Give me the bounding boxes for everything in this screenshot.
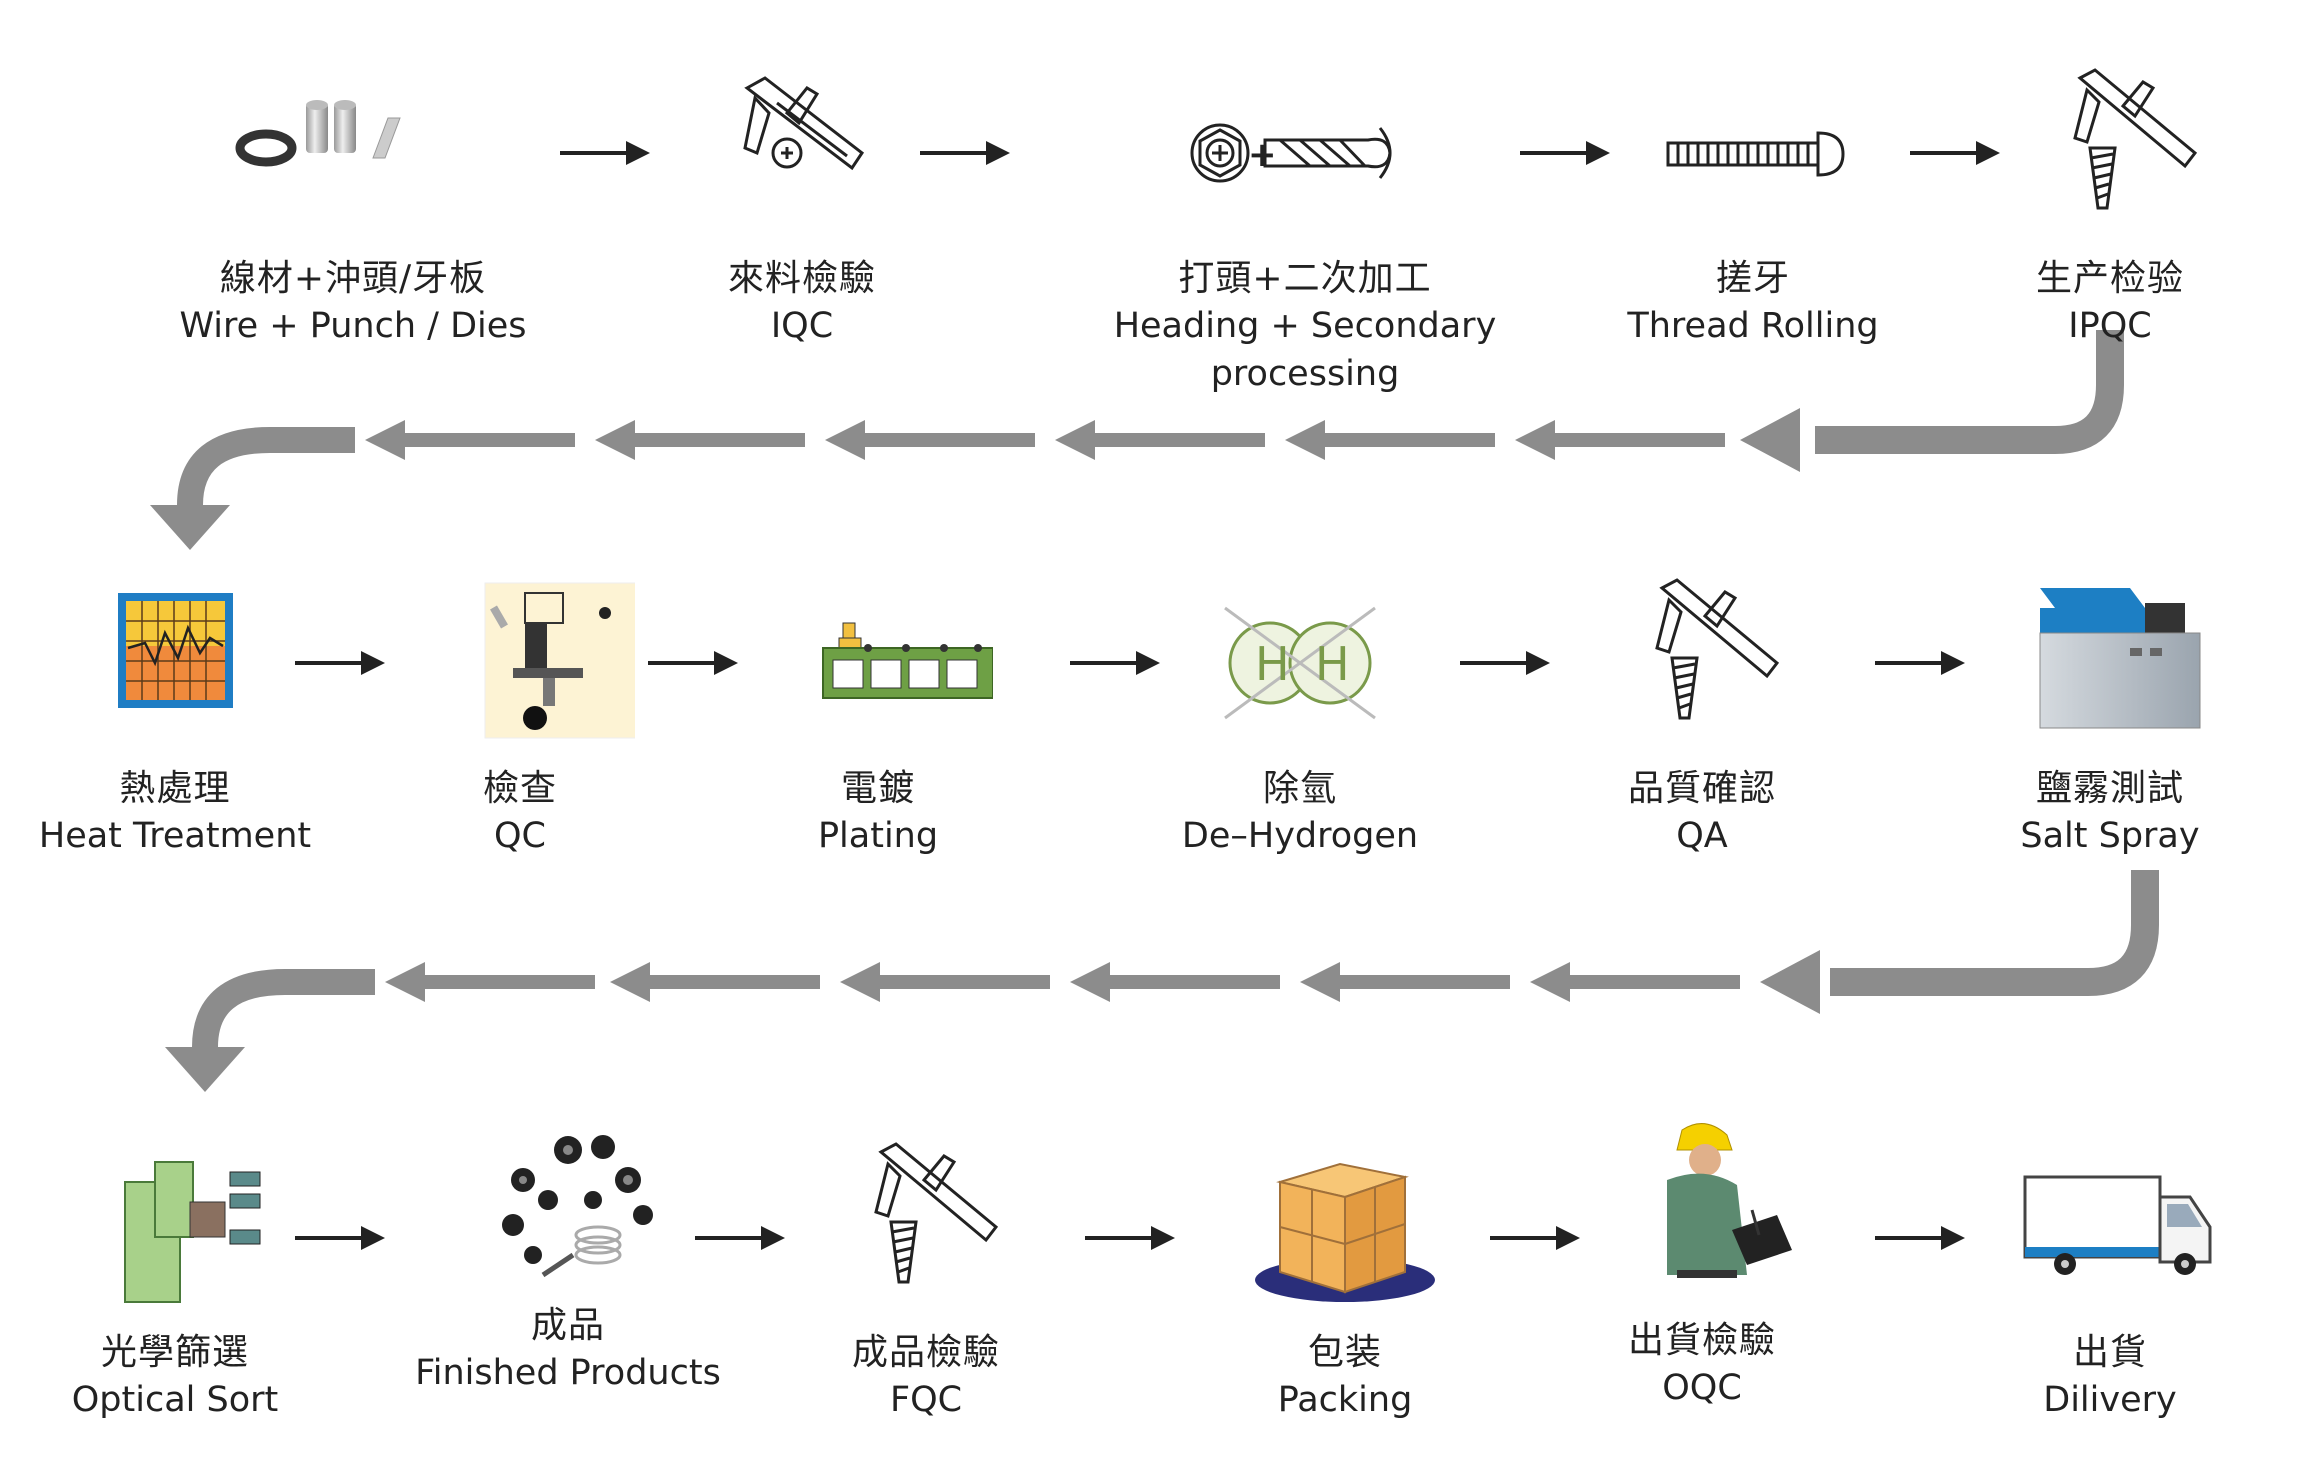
- hydrogen-icon: H H: [1224, 606, 1376, 720]
- step-delivery: 出貨 Dilivery: [1900, 1132, 2300, 1424]
- svg-text:H: H: [1255, 637, 1290, 691]
- step-zh-label: 包装: [1307, 1332, 1382, 1373]
- box-icon: [1255, 1162, 1435, 1302]
- heat-chart-icon: [118, 593, 233, 708]
- flow-arrow-row1-row2: [150, 330, 2124, 550]
- caliper-screw-icon: [2073, 68, 2198, 210]
- step-en-label: Plating: [817, 816, 939, 856]
- step-qc: 檢查 QC: [310, 568, 730, 860]
- truck-icon: [2023, 1175, 2212, 1275]
- wire-coil-icon: [235, 100, 401, 167]
- step-en-label: De–Hydrogen: [1181, 816, 1419, 856]
- plating-tank-icon: [822, 622, 993, 699]
- step-wire-punch-dies: 線材+沖頭/牙板 Wire + Punch / Dies: [143, 58, 563, 350]
- step-zh-label: 線材+沖頭/牙板: [219, 258, 487, 299]
- flow-arrow-row2-row3: [165, 870, 2159, 1092]
- salt-spray-chamber-icon: [2039, 588, 2201, 729]
- step-en-label: Optical Sort: [71, 1380, 279, 1420]
- inspector-icon: [1667, 1123, 1792, 1278]
- step-thread-rolling: 搓牙 Thread Rolling: [1543, 58, 1963, 350]
- step-en-label: OQC: [1662, 1368, 1742, 1408]
- step-iqc: 來料檢驗 IQC: [592, 58, 1012, 350]
- fasteners-icon: [502, 1135, 653, 1278]
- step-en-label: QA: [1676, 816, 1728, 856]
- step-zh-label: 除氫: [1262, 768, 1337, 809]
- step-en-label: Dilivery: [2043, 1380, 2177, 1420]
- step-zh-label: 電鍍: [840, 768, 915, 809]
- step-zh-label: 打頭+二次加工: [1178, 258, 1432, 299]
- step-zh-label: 來料檢驗: [727, 258, 876, 299]
- step-en-label: Packing: [1277, 1380, 1413, 1420]
- svg-text:+: +: [1248, 135, 1277, 175]
- step-heading: + 打頭+二次加工 Heading + Secondary processing: [1095, 58, 1515, 398]
- step-en-label: Salt Spray: [2020, 816, 2200, 856]
- svg-text:H: H: [1315, 637, 1350, 691]
- step-plating: 電鍍 Plating: [668, 568, 1088, 860]
- step-ipqc: 生产检验 IPQC: [1900, 58, 2300, 350]
- step-zh-label: 成品: [530, 1305, 605, 1346]
- caliper-screw-icon: [874, 1142, 999, 1284]
- step-en-label: QC: [494, 816, 546, 856]
- step-optical-sort: 光學篩選 Optical Sort: [0, 1132, 385, 1424]
- optical-sort-icon: [124, 1161, 261, 1303]
- step-en-label: Heading + Secondary processing: [1113, 306, 1497, 394]
- caliper-icon: [743, 76, 865, 171]
- screw-head-icon: +: [1190, 123, 1392, 183]
- step-en-label: IQC: [770, 306, 834, 346]
- step-zh-label: 搓牙: [1715, 258, 1790, 299]
- step-zh-label: 成品檢驗: [851, 1332, 1000, 1373]
- caliper-screw-icon: [1655, 578, 1780, 720]
- step-zh-label: 生产检验: [2035, 258, 2184, 299]
- step-finished-products: 成品 Finished Products: [358, 1105, 778, 1397]
- step-en-label: FQC: [889, 1380, 963, 1420]
- step-salt-spray: 鹽霧測試 Salt Spray: [1900, 568, 2300, 860]
- step-oqc: 出貨檢驗 OQC: [1492, 1100, 1912, 1412]
- step-en-label: Finished Products: [415, 1353, 721, 1393]
- threaded-bolt-icon: [1666, 131, 1845, 177]
- step-zh-label: 熱處理: [119, 768, 231, 809]
- step-en-label: Thread Rolling: [1627, 306, 1879, 346]
- step-zh-label: 鹽霧測試: [2035, 768, 2184, 809]
- microscope-icon: [484, 582, 635, 739]
- step-en-label: Wire + Punch / Dies: [179, 306, 527, 346]
- step-zh-label: 光學篩選: [100, 1332, 249, 1373]
- step-packing: 包装 Packing: [1135, 1132, 1555, 1424]
- step-en-label: Heat Treatment: [38, 816, 312, 856]
- step-en-label: IPQC: [2068, 306, 2152, 346]
- step-heat-treatment: 熱處理 Heat Treatment: [0, 568, 385, 860]
- step-de-hydrogen: H H 除氫 De–Hydrogen: [1090, 568, 1510, 860]
- step-fqc: 成品檢驗 FQC: [716, 1132, 1136, 1424]
- step-qa: 品質確認 QA: [1492, 568, 1912, 860]
- step-zh-label: 檢查: [482, 768, 557, 809]
- step-zh-label: 出貨檢驗: [1627, 1320, 1776, 1361]
- step-zh-label: 品質確認: [1627, 768, 1776, 809]
- step-zh-label: 出貨: [2072, 1332, 2147, 1373]
